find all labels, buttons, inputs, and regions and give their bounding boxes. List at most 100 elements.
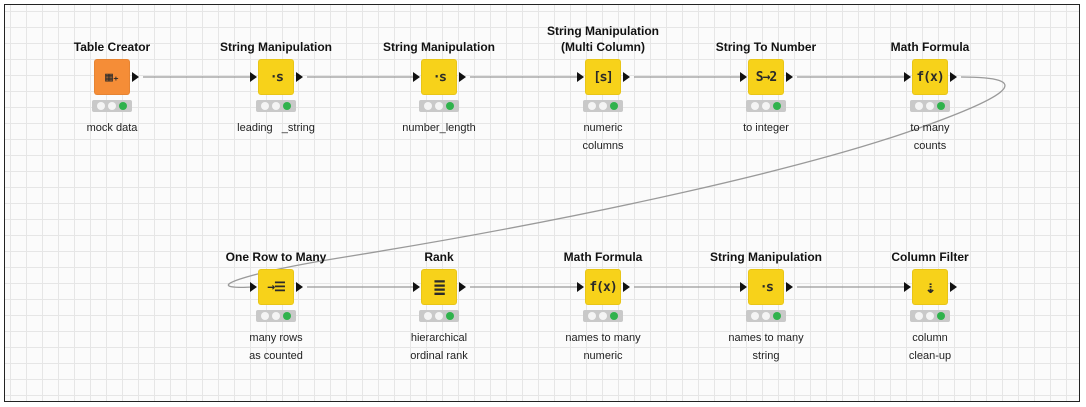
input-port[interactable] <box>577 72 584 82</box>
output-port[interactable] <box>623 72 630 82</box>
node-icon-box[interactable]: ·ꜱ <box>740 269 793 305</box>
input-port[interactable] <box>904 282 911 292</box>
node-status-lights <box>746 100 786 112</box>
status-light-red <box>261 102 269 110</box>
string-manipulation-icon: ·ꜱ <box>269 69 284 85</box>
output-port[interactable] <box>623 282 630 292</box>
node-status-lights <box>910 310 950 322</box>
rank-icon: ≣ <box>433 275 445 299</box>
output-port[interactable] <box>296 282 303 292</box>
node-annotation[interactable]: leading _string <box>237 122 315 134</box>
node-icon-box[interactable]: [ꜱ] <box>577 59 630 95</box>
math-formula-icon: f(x) <box>916 69 944 85</box>
node-status-lights <box>419 310 459 322</box>
node-string-manipulation-2[interactable]: String Manipulation ·ꜱ number_length <box>379 40 499 137</box>
output-port[interactable] <box>786 72 793 82</box>
output-port[interactable] <box>786 282 793 292</box>
column-filter-icon: ⇣ <box>925 276 936 298</box>
node-annotation[interactable]: mock data <box>86 122 138 134</box>
node-status-lights <box>746 310 786 322</box>
status-light-green <box>610 312 618 320</box>
status-light-green <box>937 102 945 110</box>
node-annotation[interactable]: numeric columns <box>582 122 624 152</box>
node-annotation[interactable]: to many counts <box>910 122 950 152</box>
status-light-green <box>446 102 454 110</box>
node-status-lights <box>256 310 296 322</box>
node-title: String Manipulation <box>220 40 332 54</box>
math-formula-icon: f(x) <box>589 279 617 295</box>
status-light-green <box>937 312 945 320</box>
node-title: Column Filter <box>891 250 969 264</box>
node-table-creator[interactable]: Table Creator ▦₊ mock data <box>52 40 172 137</box>
status-light-red <box>588 102 596 110</box>
input-port[interactable] <box>413 282 420 292</box>
node-string-manipulation-1[interactable]: String Manipulation ·ꜱ leading _string <box>216 40 336 137</box>
node-title: Table Creator <box>73 40 151 54</box>
node-string-to-number[interactable]: String To Number S→2 to integer <box>706 40 826 137</box>
node-annotation[interactable]: many rows as counted <box>249 332 303 362</box>
node-icon-box[interactable]: ≣ <box>413 269 466 305</box>
input-port[interactable] <box>250 282 257 292</box>
node-icon-box[interactable]: f(x) <box>577 269 630 305</box>
status-light-yellow <box>599 102 607 110</box>
status-light-green <box>283 102 291 110</box>
node-annotation[interactable]: hierarchical ordinal rank <box>410 332 468 362</box>
node-string-manipulation-multi[interactable]: String Manipulation (Multi Column) [ꜱ] n… <box>543 24 663 155</box>
node-annotation[interactable]: names to many string <box>728 332 804 362</box>
status-light-red <box>424 312 432 320</box>
string-to-number-icon: S→2 <box>755 69 778 85</box>
node-icon-box[interactable]: ·ꜱ <box>250 59 303 95</box>
node-annotation[interactable]: names to many numeric <box>565 332 641 362</box>
workflow-canvas[interactable]: Table Creator ▦₊ mock data String Manipu… <box>4 4 1080 402</box>
node-math-formula-1[interactable]: Math Formula f(x) to many counts <box>870 40 990 155</box>
connection-6-7 <box>227 76 1006 288</box>
node-status-lights <box>419 100 459 112</box>
node-string-manipulation-3[interactable]: String Manipulation ·ꜱ names to many str… <box>706 250 826 365</box>
input-port[interactable] <box>740 282 747 292</box>
status-light-red <box>751 312 759 320</box>
node-icon-box[interactable]: ▦₊ <box>94 59 139 95</box>
status-light-yellow <box>599 312 607 320</box>
status-light-yellow <box>435 102 443 110</box>
node-title: String To Number <box>715 40 817 54</box>
node-icon-box[interactable]: S→2 <box>740 59 793 95</box>
node-icon-box[interactable]: ·ꜱ <box>413 59 466 95</box>
status-light-yellow <box>762 102 770 110</box>
status-light-red <box>915 312 923 320</box>
node-icon-box[interactable]: f(x) <box>904 59 957 95</box>
status-light-yellow <box>926 102 934 110</box>
output-port[interactable] <box>950 72 957 82</box>
node-one-row-to-many[interactable]: One Row to Many →☰ many rows as counted <box>216 250 336 365</box>
output-port[interactable] <box>459 282 466 292</box>
input-port[interactable] <box>904 72 911 82</box>
node-annotation[interactable]: column clean-up <box>908 332 952 362</box>
status-light-yellow <box>926 312 934 320</box>
node-column-filter[interactable]: Column Filter ⇣ column clean-up <box>870 250 990 365</box>
node-title: One Row to Many <box>225 250 327 264</box>
status-light-yellow <box>108 102 116 110</box>
node-math-formula-2[interactable]: Math Formula f(x) names to many numeric <box>543 250 663 365</box>
node-title: Rank <box>424 250 454 264</box>
status-light-red <box>424 102 432 110</box>
node-status-lights <box>583 310 623 322</box>
input-port[interactable] <box>577 282 584 292</box>
table-plus-icon: ▦₊ <box>105 69 120 85</box>
input-port[interactable] <box>740 72 747 82</box>
status-light-green <box>119 102 127 110</box>
output-port[interactable] <box>296 72 303 82</box>
input-port[interactable] <box>413 72 420 82</box>
node-status-lights <box>256 100 296 112</box>
node-annotation[interactable]: to integer <box>743 122 789 134</box>
node-icon-box[interactable]: →☰ <box>250 269 303 305</box>
connection-layer <box>143 76 1006 288</box>
node-annotation[interactable]: number_length <box>402 122 476 134</box>
output-port[interactable] <box>132 72 139 82</box>
node-title: Math Formula <box>890 40 970 54</box>
node-status-lights <box>910 100 950 112</box>
output-port[interactable] <box>459 72 466 82</box>
node-status-lights <box>583 100 623 112</box>
output-port[interactable] <box>950 282 957 292</box>
input-port[interactable] <box>250 72 257 82</box>
node-rank[interactable]: Rank ≣ hierarchical ordinal rank <box>379 250 499 365</box>
node-icon-box[interactable]: ⇣ <box>904 269 957 305</box>
